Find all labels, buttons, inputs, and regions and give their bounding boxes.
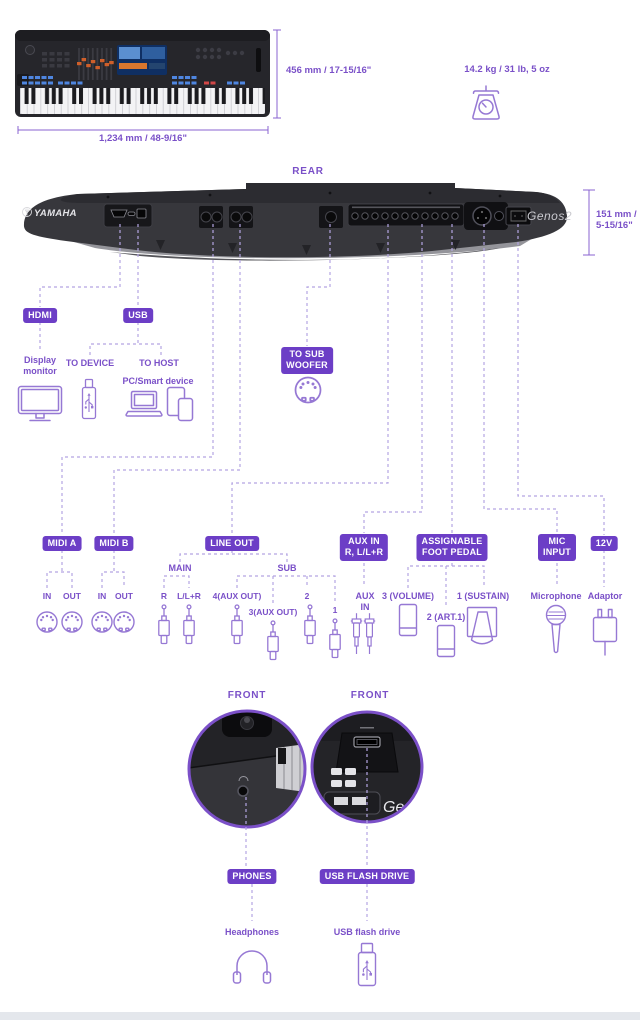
midi-b-in-din-icon: [90, 610, 114, 634]
depth-dimension-label: 151 mm / 5-15/16": [596, 209, 637, 232]
hdmi-badge: HDMI: [23, 308, 57, 324]
pedal-2-label: 2 (ART.1): [426, 612, 466, 622]
midi-b-badge: MIDI B: [94, 536, 134, 552]
line-out-2-label: 2: [304, 591, 310, 601]
subwoofer-badge: TO SUB WOOFER: [281, 347, 333, 374]
usb-flash-drive-icon: [355, 942, 379, 988]
height-dimension-label: 456 mm / 17-15/16": [286, 65, 372, 76]
rear-model-logo: Genos2: [527, 209, 572, 223]
smart-device-icon: [166, 386, 194, 422]
scale-icon: [467, 84, 505, 122]
midi-a-in-label: IN: [42, 591, 52, 601]
subwoofer-din-icon: [293, 375, 323, 405]
midi-a-out-label: OUT: [63, 591, 81, 601]
line-out-r-label: R: [160, 591, 168, 601]
articulation-pedal-icon: [436, 624, 456, 660]
line-out-sub-label: SUB: [277, 563, 297, 573]
line-out-1-label: 1: [332, 605, 338, 615]
jack-1-icon: [328, 618, 342, 660]
aux-rca-right-icon: [363, 612, 376, 656]
dimension-lines: [17, 29, 595, 256]
aux-rca-left-icon: [350, 612, 363, 656]
front-left-title: FRONT: [227, 690, 267, 701]
rear-panel-photo: YAMAHA Genos2: [22, 183, 572, 261]
volume-pedal-icon: [398, 603, 418, 639]
display-monitor-label: Display monitor: [23, 355, 57, 377]
line-out-3-label: 3(AUX OUT): [248, 607, 298, 617]
line-out-4-label: 4(AUX OUT): [212, 591, 262, 601]
rear-brand-logo: YAMAHA: [34, 208, 77, 219]
mic-input-badge: MIC INPUT: [538, 534, 576, 561]
sustain-pedal-icon: [465, 606, 501, 652]
rear-title: REAR: [292, 166, 324, 177]
weight-label: 14.2 kg / 31 lb, 5 oz: [464, 64, 550, 75]
pedal-1-label: 1 (SUSTAIN): [456, 591, 510, 601]
jack-2-icon: [303, 604, 317, 646]
to-device-label: TO DEVICE: [65, 358, 115, 368]
midi-a-in-din-icon: [35, 610, 59, 634]
midi-a-badge: MIDI A: [42, 536, 82, 552]
power-badge: 12V: [590, 536, 618, 552]
usb-to-device-icon: [81, 378, 97, 420]
usb-badge: USB: [123, 308, 153, 324]
usb-flash-badge: USB FLASH DRIVE: [319, 869, 415, 885]
usb-flash-drive-label: USB flash drive: [333, 927, 401, 937]
footer-bar: [0, 1012, 640, 1020]
line-out-badge: LINE OUT: [205, 536, 259, 552]
phones-badge: PHONES: [227, 869, 277, 885]
line-out-main-label: MAIN: [168, 563, 192, 573]
pedal-3-label: 3 (VOLUME): [381, 591, 435, 601]
front-left-photo: [187, 709, 307, 829]
keyboard-top-photo: [15, 30, 270, 117]
headphones-icon: [231, 948, 273, 986]
jack-lr-icon: [182, 604, 196, 646]
microphone-label: Microphone: [530, 591, 582, 601]
jack-r-icon: [157, 604, 171, 646]
midi-a-out-din-icon: [60, 610, 84, 634]
width-dimension-label: 1,234 mm / 48-9/16": [99, 133, 187, 144]
laptop-icon: [125, 390, 163, 418]
jack-4-icon: [230, 604, 244, 646]
display-monitor-icon: [17, 385, 63, 423]
midi-b-out-din-icon: [112, 610, 136, 634]
aux-in-badge: AUX IN R, L/L+R: [339, 534, 389, 561]
line-out-lr-label: L/L+R: [177, 591, 201, 601]
midi-b-out-label: OUT: [115, 591, 133, 601]
headphones-label: Headphones: [224, 927, 280, 937]
pc-smart-device-label: PC/Smart device: [122, 376, 194, 386]
aux-in-label: AUX IN: [355, 591, 375, 613]
midi-b-in-label: IN: [97, 591, 107, 601]
jack-3-icon: [266, 620, 280, 662]
microphone-icon: [544, 604, 568, 656]
connector-lines: [39, 224, 605, 921]
adaptor-icon: [592, 608, 618, 656]
front-right-title: FRONT: [350, 690, 390, 701]
foot-pedal-badge: ASSIGNABLE FOOT PEDAL: [416, 534, 488, 561]
to-host-label: TO HOST: [139, 358, 179, 368]
adaptor-label: Adaptor: [587, 591, 623, 601]
